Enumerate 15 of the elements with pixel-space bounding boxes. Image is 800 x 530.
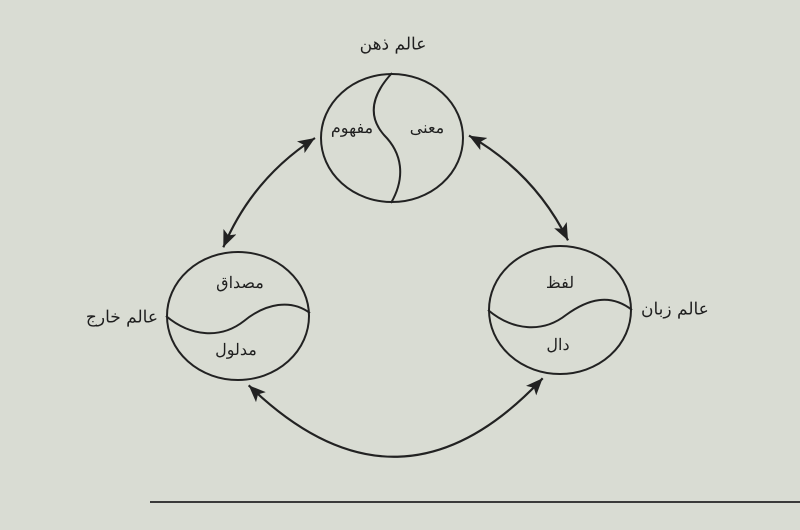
term-label: مفهوم [330, 118, 374, 138]
double-arrow [468, 134, 569, 241]
world-label: عالم ذهن [360, 34, 426, 56]
double-arrow [248, 377, 544, 458]
term-label: معنی [410, 118, 444, 138]
split-circle [488, 245, 632, 375]
split-circle [166, 251, 310, 381]
term-label: مدلول [215, 340, 257, 360]
world-label: عالم خارج [86, 307, 158, 329]
split-circle [320, 73, 464, 203]
term-label: مصداق [216, 273, 264, 293]
double-arrow [222, 137, 316, 248]
term-label: دال [546, 335, 570, 355]
term-label: لفظ [546, 273, 574, 293]
world-label: عالم زبان [641, 299, 709, 321]
